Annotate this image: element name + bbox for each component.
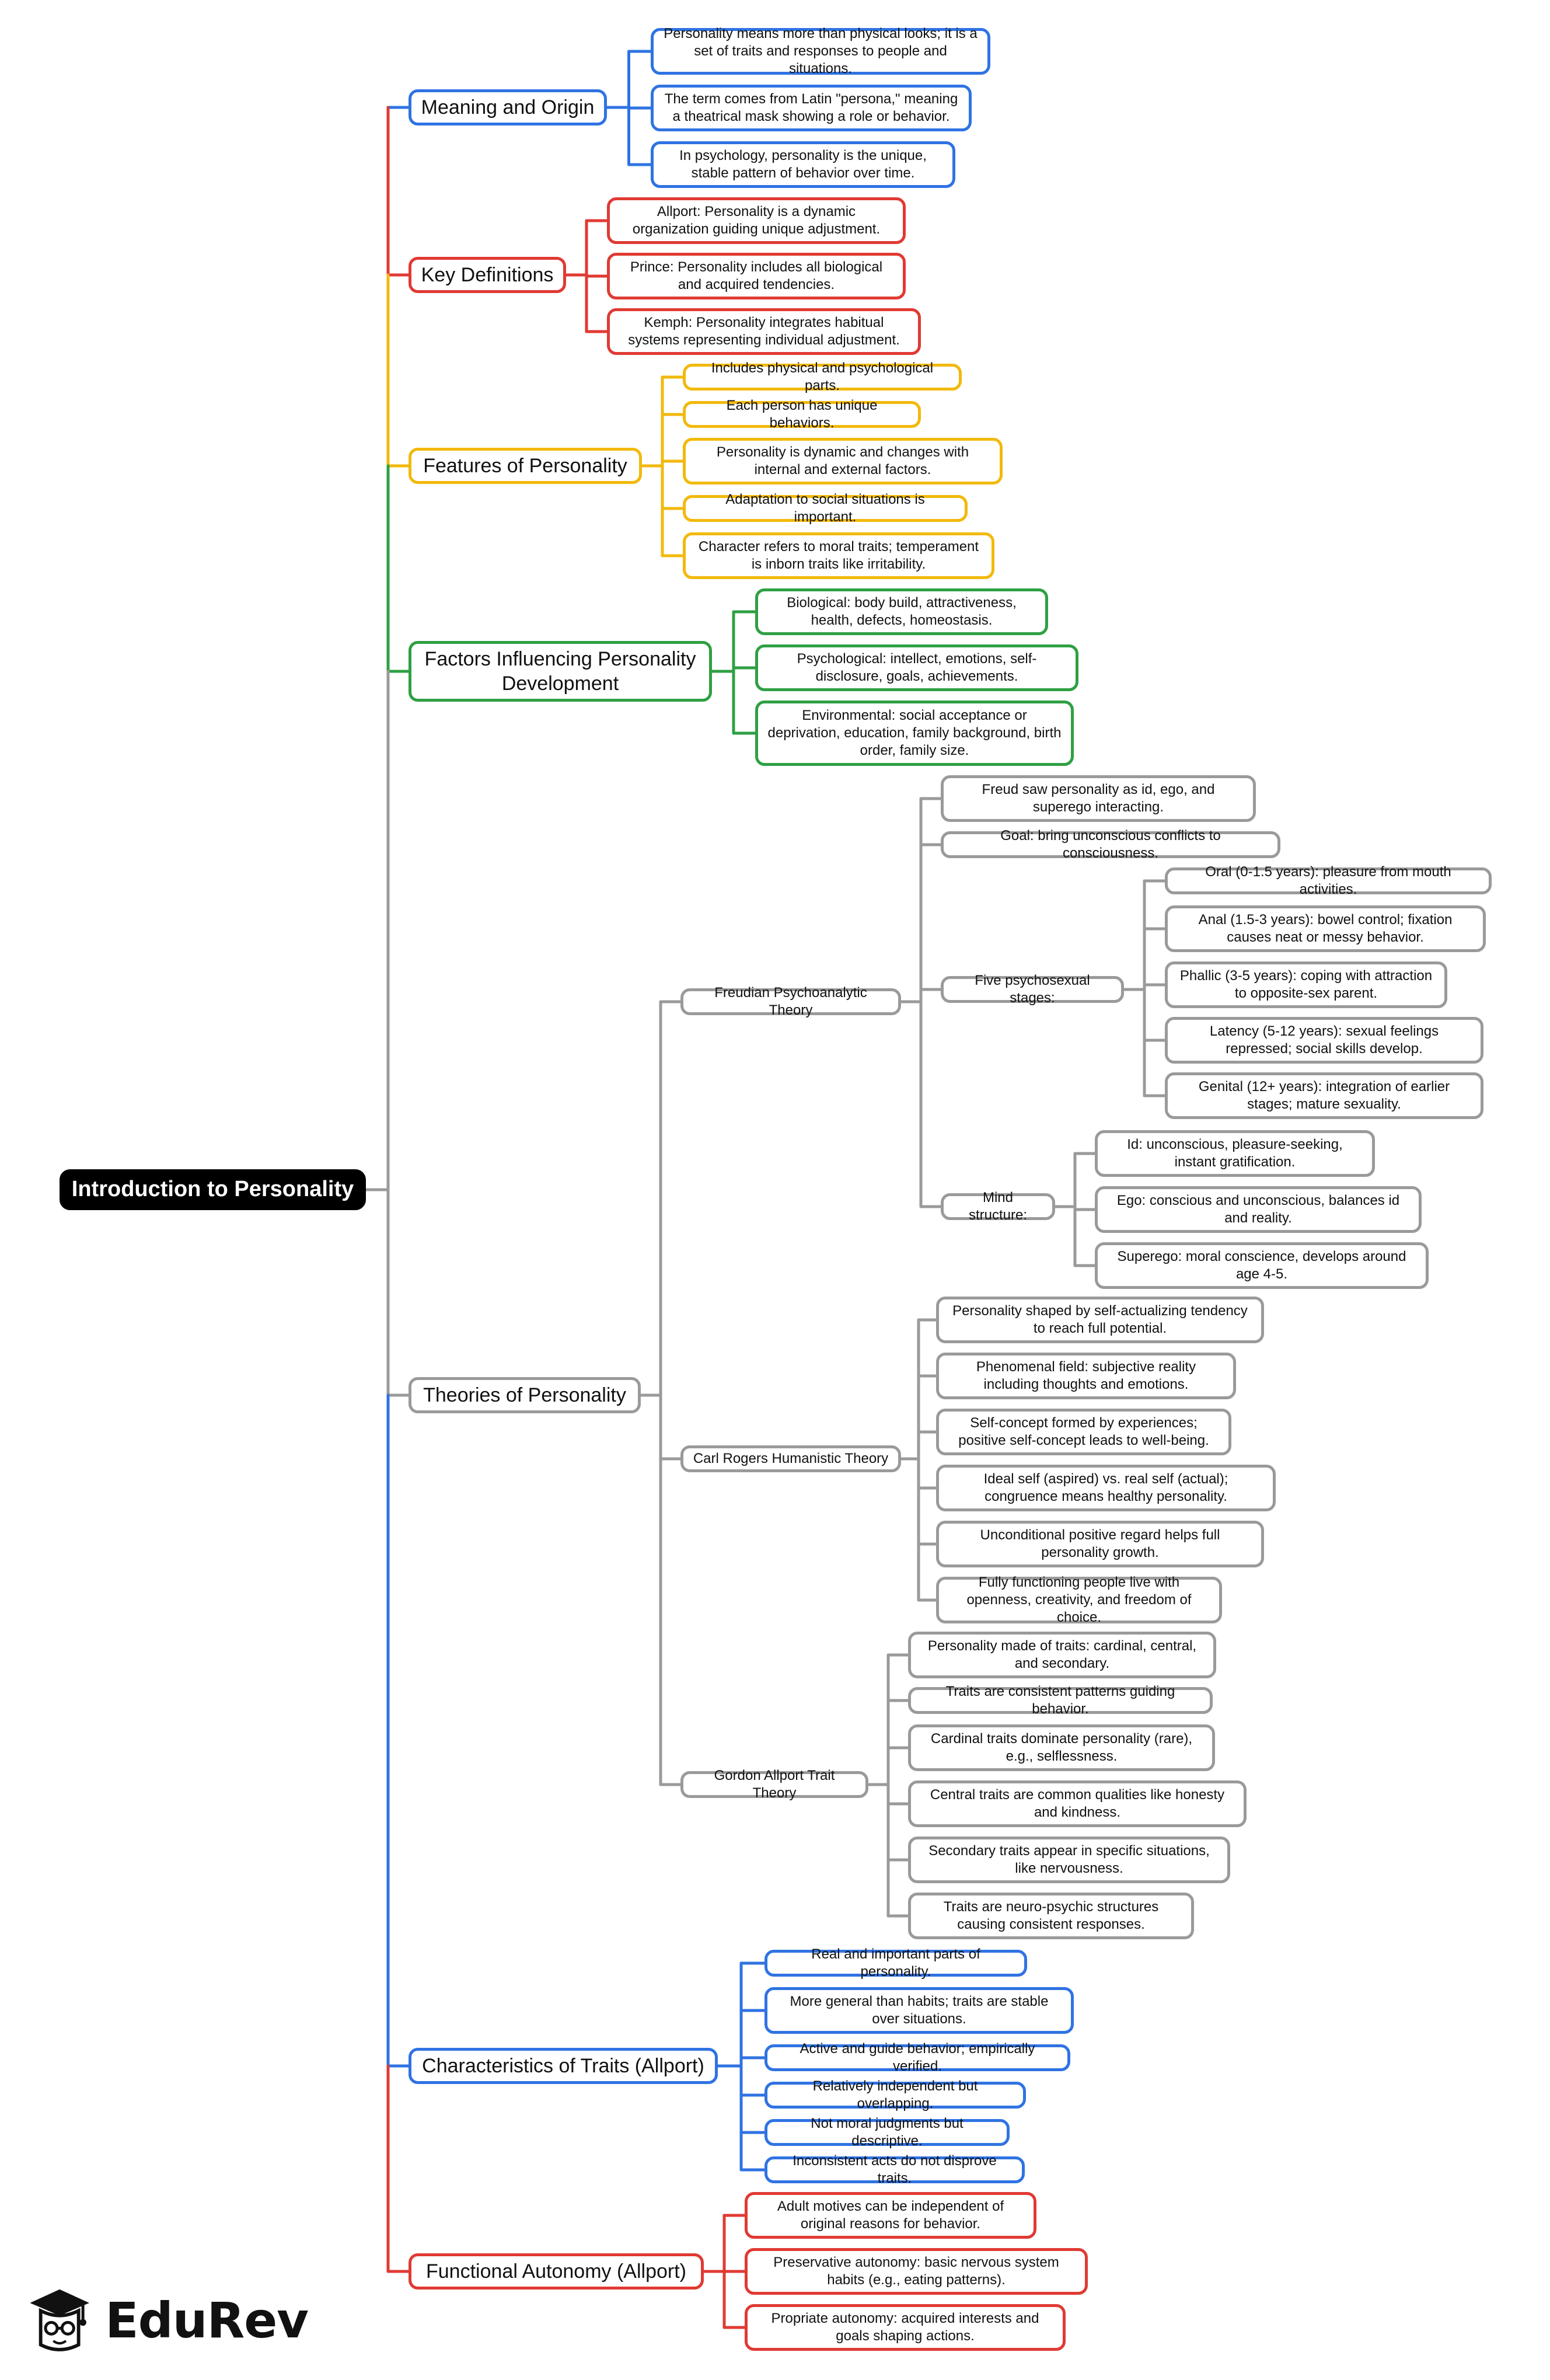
leaf-meaning-3: In psychology, personality is the unique… [651, 141, 955, 188]
rogers-item-5: Unconditional positive regard helps full… [936, 1521, 1264, 1567]
freud-stages-label[interactable]: Five psychosexual stages: [941, 973, 1124, 1006]
leaf-feature-2: Each person has unique behaviors. [683, 398, 921, 431]
allport-item-6: Traits are neuro-psychic structures caus… [908, 1893, 1194, 1939]
branch-characteristics-traits[interactable]: Characteristics of Traits (Allport) [409, 2048, 718, 2084]
trait-char-5: Not moral judgments but descriptive. [764, 2116, 1010, 2149]
leaf-factor-biological: Biological: body build, attractiveness, … [755, 588, 1048, 635]
branch-functional-autonomy[interactable]: Functional Autonomy (Allport) [409, 2253, 704, 2290]
rogers-item-6: Fully functioning people live with openn… [936, 1574, 1222, 1625]
autonomy-propriate: Propriate autonomy: acquired interests a… [745, 2304, 1066, 2351]
stage-phallic: Phallic (3-5 years): coping with attract… [1165, 961, 1447, 1008]
mind-superego: Superego: moral conscience, develops aro… [1095, 1242, 1429, 1289]
freud-mind-label[interactable]: Mind structure: [941, 1190, 1055, 1223]
branch-features[interactable]: Features of Personality [409, 448, 642, 484]
theory-allport[interactable]: Gordon Allport Trait Theory [680, 1768, 868, 1801]
rogers-item-3: Self-concept formed by experiences; posi… [936, 1409, 1231, 1455]
leaf-feature-4: Adaptation to social situations is impor… [683, 492, 968, 525]
mind-id: Id: unconscious, pleasure-seeking, insta… [1095, 1130, 1375, 1177]
leaf-feature-5: Character refers to moral traits; temper… [683, 532, 994, 579]
trait-char-4: Relatively independent but overlapping. [764, 2078, 1026, 2111]
leaf-feature-1: Includes physical and psychological part… [683, 360, 962, 393]
allport-item-1: Personality made of traits: cardinal, ce… [908, 1632, 1216, 1678]
freud-item-2: Goal: bring unconscious conflicts to con… [941, 828, 1280, 861]
trait-char-3: Active and guide behavior; empirically v… [764, 2041, 1070, 2074]
trait-char-6: Inconsistent acts do not disprove traits… [764, 2153, 1025, 2186]
freud-item-1: Freud saw personality as id, ego, and su… [941, 775, 1256, 822]
stage-anal: Anal (1.5-3 years): bowel control; fixat… [1165, 905, 1486, 952]
leaf-factor-environmental: Environmental: social acceptance or depr… [755, 701, 1074, 766]
autonomy-1: Adult motives can be independent of orig… [745, 2192, 1036, 2239]
graduation-cap-face-icon [30, 2289, 89, 2351]
leaf-feature-3: Personality is dynamic and changes with … [683, 438, 1003, 485]
leaf-definition-allport: Allport: Personality is a dynamic organi… [607, 197, 906, 244]
stage-latency: Latency (5-12 years): sexual feelings re… [1165, 1017, 1483, 1064]
theory-freud[interactable]: Freudian Psychoanalytic Theory [680, 985, 901, 1018]
leaf-meaning-2: The term comes from Latin "persona," mea… [651, 85, 972, 131]
allport-item-5: Secondary traits appear in specific situ… [908, 1837, 1230, 1883]
leaf-definition-kemph: Kemph: Personality integrates habitual s… [607, 308, 921, 355]
mind-ego: Ego: conscious and unconscious, balances… [1095, 1186, 1422, 1233]
leaf-factor-psychological: Psychological: intellect, emotions, self… [755, 644, 1078, 691]
trait-char-2: More general than habits; traits are sta… [764, 1987, 1074, 2034]
rogers-item-1: Personality shaped by self-actualizing t… [936, 1297, 1264, 1343]
brand-name: EduRev [105, 2292, 309, 2349]
leaf-meaning-1: Personality means more than physical loo… [651, 26, 990, 76]
branch-meaning-origin[interactable]: Meaning and Origin [409, 89, 607, 126]
allport-item-4: Central traits are common qualities like… [908, 1780, 1247, 1827]
allport-item-3: Cardinal traits dominate personality (ra… [908, 1724, 1215, 1771]
root-node[interactable]: Introduction to Personality [60, 1169, 366, 1210]
rogers-item-4: Ideal self (aspired) vs. real self (actu… [936, 1465, 1276, 1511]
brand-logo: EduRev [28, 2280, 309, 2361]
branch-factors[interactable]: Factors Influencing Personality Developm… [409, 641, 712, 702]
theory-rogers[interactable]: Carl Rogers Humanistic Theory [680, 1445, 901, 1472]
trait-char-1: Real and important parts of personality. [764, 1946, 1027, 1980]
branch-theories[interactable]: Theories of Personality [409, 1377, 641, 1413]
rogers-item-2: Phenomenal field: subjective reality inc… [936, 1353, 1236, 1399]
branch-key-definitions[interactable]: Key Definitions [409, 257, 566, 293]
allport-item-2: Traits are consistent patterns guiding b… [908, 1684, 1213, 1717]
stage-oral: Oral (0-1.5 years): pleasure from mouth … [1165, 864, 1492, 897]
autonomy-preservative: Preservative autonomy: basic nervous sys… [745, 2248, 1088, 2295]
stage-genital: Genital (12+ years): integration of earl… [1165, 1072, 1483, 1119]
leaf-definition-prince: Prince: Personality includes all biologi… [607, 253, 906, 299]
